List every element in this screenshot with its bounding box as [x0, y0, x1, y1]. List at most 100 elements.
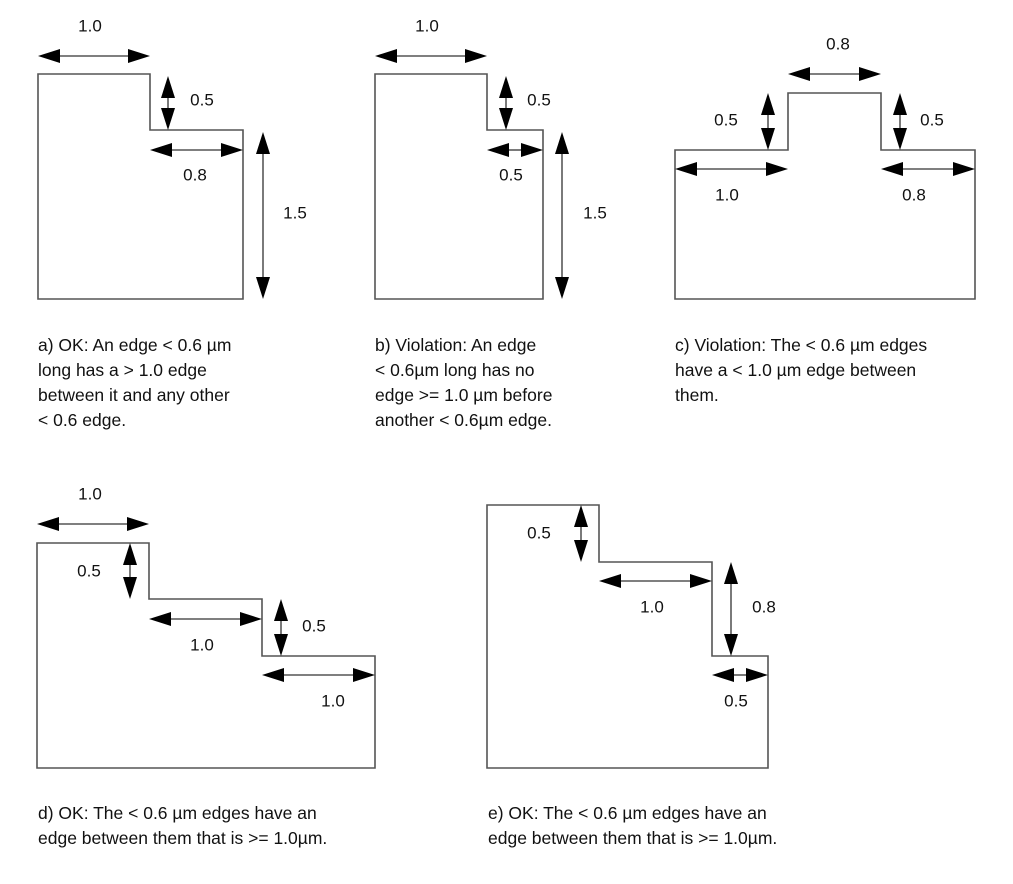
arrowhead-up-icon	[123, 543, 137, 565]
dimension-arrow	[881, 162, 975, 176]
dimension-arrow	[262, 668, 375, 682]
arrowhead-left-icon	[675, 162, 697, 176]
dimension-arrow	[675, 162, 788, 176]
arrowhead-left-icon	[262, 668, 284, 682]
layout-shape-c	[674, 92, 976, 300]
dimension-label: 1.0	[415, 16, 439, 35]
panel-d: 1.0 0.5 1.0 0.5 1.0	[36, 484, 376, 769]
dimension-label: 0.5	[714, 110, 738, 129]
dimension-arrow	[375, 49, 487, 63]
arrowhead-right-icon	[521, 143, 543, 157]
arrowhead-left-icon	[375, 49, 397, 63]
panel-a: 1.0 0.5 0.8 1.5	[37, 16, 307, 300]
dimension-label: 0.5	[302, 616, 326, 635]
arrowhead-right-icon	[690, 574, 712, 588]
dimension-arrow	[555, 132, 569, 299]
dimension-arrow	[256, 132, 270, 299]
dimension-label: 0.8	[183, 165, 207, 184]
dimension-arrow	[724, 562, 738, 656]
arrowhead-up-icon	[256, 132, 270, 154]
arrowhead-left-icon	[712, 668, 734, 682]
dimension-arrow	[788, 67, 881, 81]
arrowhead-up-icon	[555, 132, 569, 154]
caption-b: b) Violation: An edge < 0.6µm long has n…	[375, 335, 553, 430]
dimension-label: 1.0	[78, 16, 102, 35]
arrowhead-up-icon	[761, 93, 775, 115]
dimension-label: 0.5	[724, 691, 748, 710]
dimension-label: 0.5	[527, 523, 551, 542]
dimension-label: 0.8	[826, 34, 850, 53]
arrowhead-right-icon	[953, 162, 975, 176]
dimension-arrow	[150, 143, 243, 157]
layout-shape-a	[37, 73, 244, 300]
dimension-label: 1.0	[640, 597, 664, 616]
arrowhead-left-icon	[149, 612, 171, 626]
arrowhead-right-icon	[353, 668, 375, 682]
arrowhead-down-icon	[724, 634, 738, 656]
dimension-label: 1.0	[78, 484, 102, 503]
arrowhead-up-icon	[161, 76, 175, 98]
dimension-label: 0.5	[77, 561, 101, 580]
caption-e: e) OK: The < 0.6 µm edges have an edge b…	[488, 803, 778, 848]
dimension-label: 0.5	[527, 90, 551, 109]
dimension-arrow	[38, 49, 150, 63]
dimension-label: 1.0	[715, 185, 739, 204]
layout-shape-b	[374, 73, 544, 300]
dimension-arrow	[487, 143, 543, 157]
layout-shape-d	[36, 542, 376, 769]
arrowhead-up-icon	[574, 505, 588, 527]
panel-b: 1.0 0.5 0.5 1.5	[374, 16, 607, 300]
arrowhead-up-icon	[893, 93, 907, 115]
arrowhead-right-icon	[128, 49, 150, 63]
dimension-label: 0.5	[920, 110, 944, 129]
dimension-arrow	[161, 76, 175, 130]
arrowhead-right-icon	[240, 612, 262, 626]
dimension-label: 0.5	[190, 90, 214, 109]
dimension-label: 1.0	[190, 635, 214, 654]
arrowhead-right-icon	[859, 67, 881, 81]
arrowhead-down-icon	[574, 540, 588, 562]
arrowhead-left-icon	[788, 67, 810, 81]
dimension-arrow	[761, 93, 775, 150]
dimension-arrow	[37, 517, 149, 531]
arrowhead-right-icon	[465, 49, 487, 63]
arrowhead-down-icon	[161, 108, 175, 130]
dimension-arrow	[574, 505, 588, 562]
arrowhead-up-icon	[724, 562, 738, 584]
dimension-label: 0.8	[902, 185, 926, 204]
arrowhead-left-icon	[37, 517, 59, 531]
arrowhead-left-icon	[38, 49, 60, 63]
dimension-label: 1.0	[321, 691, 345, 710]
dimension-label: 1.5	[283, 203, 307, 222]
arrowhead-left-icon	[881, 162, 903, 176]
arrowhead-right-icon	[221, 143, 243, 157]
dimension-arrow	[893, 93, 907, 150]
arrowhead-left-icon	[487, 143, 509, 157]
panel-c: 0.8 0.5 0.5 1.0 0.8	[674, 34, 976, 300]
dimension-label: 0.5	[499, 165, 523, 184]
arrowhead-down-icon	[274, 634, 288, 656]
arrowhead-left-icon	[599, 574, 621, 588]
caption-c: c) Violation: The < 0.6 µm edges have a …	[675, 335, 928, 405]
dimension-label: 0.8	[752, 597, 776, 616]
arrowhead-right-icon	[127, 517, 149, 531]
arrowhead-right-icon	[746, 668, 768, 682]
arrowhead-left-icon	[150, 143, 172, 157]
dimension-arrow	[149, 612, 262, 626]
arrowhead-down-icon	[893, 128, 907, 150]
dimension-arrow	[123, 543, 137, 599]
caption-d: d) OK: The < 0.6 µm edges have an edge b…	[38, 803, 328, 848]
panel-e: 0.5 1.0 0.8 0.5	[486, 504, 776, 769]
dimension-arrow	[599, 574, 712, 588]
dimension-arrow	[499, 76, 513, 130]
dimension-label: 1.5	[583, 203, 607, 222]
arrowhead-up-icon	[499, 76, 513, 98]
arrowhead-right-icon	[766, 162, 788, 176]
dimension-arrow	[274, 599, 288, 656]
arrowhead-up-icon	[274, 599, 288, 621]
arrowhead-down-icon	[256, 277, 270, 299]
layout-shape-e	[486, 504, 769, 769]
arrowhead-down-icon	[499, 108, 513, 130]
arrowhead-down-icon	[123, 577, 137, 599]
